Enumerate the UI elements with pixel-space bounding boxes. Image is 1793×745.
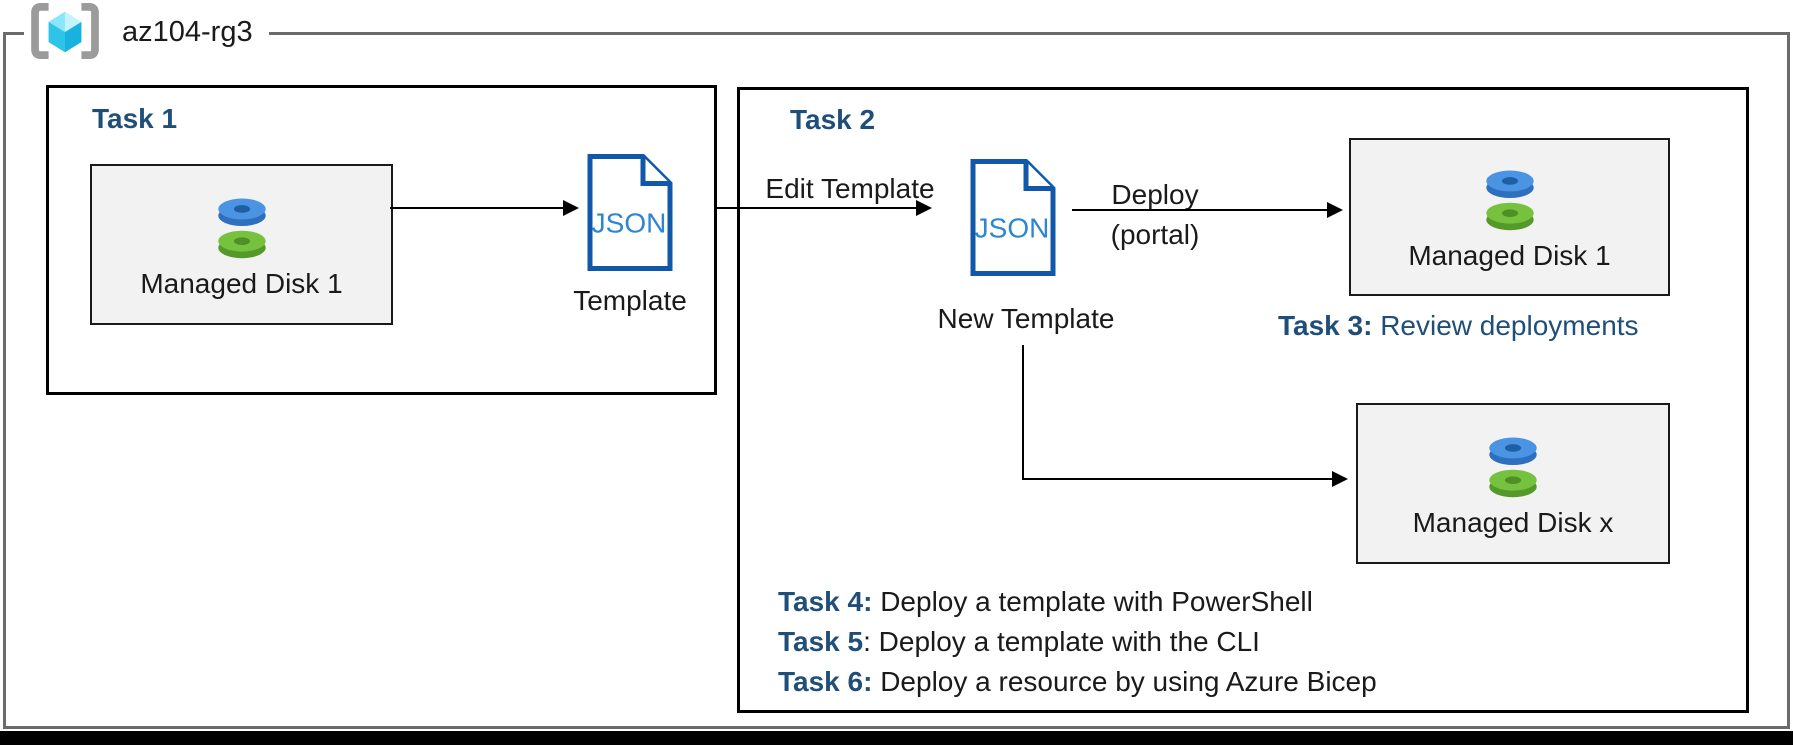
managed-disk-x-panel: Managed Disk x xyxy=(1356,403,1670,564)
new-template-label: New Template xyxy=(937,303,1115,334)
task6-prefix: Task 6: xyxy=(778,666,873,697)
template-doc: JSON xyxy=(585,152,675,278)
task5-text: : Deploy a template with the CLI xyxy=(863,626,1260,657)
task2-box: Task 2 JSON New Template Deploy (portal) xyxy=(737,87,1749,713)
task1-title: Task 1 xyxy=(92,103,178,134)
bottom-black-bar xyxy=(0,731,1793,745)
task4-text: Deploy a template with PowerShell xyxy=(872,586,1313,617)
json-document-icon: JSON xyxy=(587,154,673,271)
arrow-head-icon xyxy=(916,200,932,216)
task5-prefix: Task 5 xyxy=(778,626,864,657)
arrow-head-icon xyxy=(1327,202,1343,218)
managed-disk-1-panel: Managed Disk 1 xyxy=(90,164,393,325)
arrow-head-icon xyxy=(1332,471,1348,487)
json-doc-text: JSON xyxy=(975,213,1050,244)
new-template-doc: JSON xyxy=(968,157,1058,283)
task5-line: Task 5: Deploy a template with the CLI xyxy=(778,622,1377,662)
task3-text: Review deployments xyxy=(1372,310,1639,341)
resource-group-name: az104-rg3 xyxy=(106,12,269,52)
resource-group-frame xyxy=(3,32,1790,729)
task4-prefix: Task 4: xyxy=(778,586,873,617)
arrow-line xyxy=(1072,209,1328,211)
connector-horizontal-line xyxy=(1022,478,1333,480)
managed-disk-1-deployed-label: Managed Disk 1 xyxy=(1408,240,1611,271)
managed-disk-1-label: Managed Disk 1 xyxy=(140,267,343,299)
task4-line: Task 4: Deploy a template with PowerShel… xyxy=(778,582,1377,622)
edit-template-arrow-label: Edit Template xyxy=(765,173,935,204)
resource-group-cube-icon xyxy=(31,2,99,60)
task3-prefix: Task 3: xyxy=(1278,310,1373,341)
deploy-arrow-label: Deploy xyxy=(1111,179,1199,210)
managed-disk-icon xyxy=(217,198,266,258)
json-document-icon: JSON xyxy=(970,159,1056,276)
resource-group-icon xyxy=(24,1,106,61)
connector-vertical-line xyxy=(1022,345,1024,480)
arrow-line xyxy=(390,207,564,209)
managed-disk-x-label: Managed Disk x xyxy=(1412,506,1614,538)
managed-disk-icon xyxy=(1489,437,1537,497)
task3-caption: Task 3: Review deployments xyxy=(1278,310,1639,342)
task2-title: Task 2 xyxy=(790,104,876,135)
template-label: Template xyxy=(573,285,687,316)
deploy-arrow-sublabel: (portal) xyxy=(1110,219,1200,250)
json-doc-text: JSON xyxy=(592,208,667,239)
task6-line: Task 6: Deploy a resource by using Azure… xyxy=(778,662,1377,702)
arrow-head-icon xyxy=(563,200,579,216)
managed-disk-1-deployed-panel: Managed Disk 1 xyxy=(1349,138,1670,296)
task-list: Task 4: Deploy a template with PowerShel… xyxy=(778,582,1377,702)
managed-disk-icon xyxy=(1485,170,1534,231)
task6-text: Deploy a resource by using Azure Bicep xyxy=(872,666,1377,697)
arrow-line xyxy=(717,207,917,209)
